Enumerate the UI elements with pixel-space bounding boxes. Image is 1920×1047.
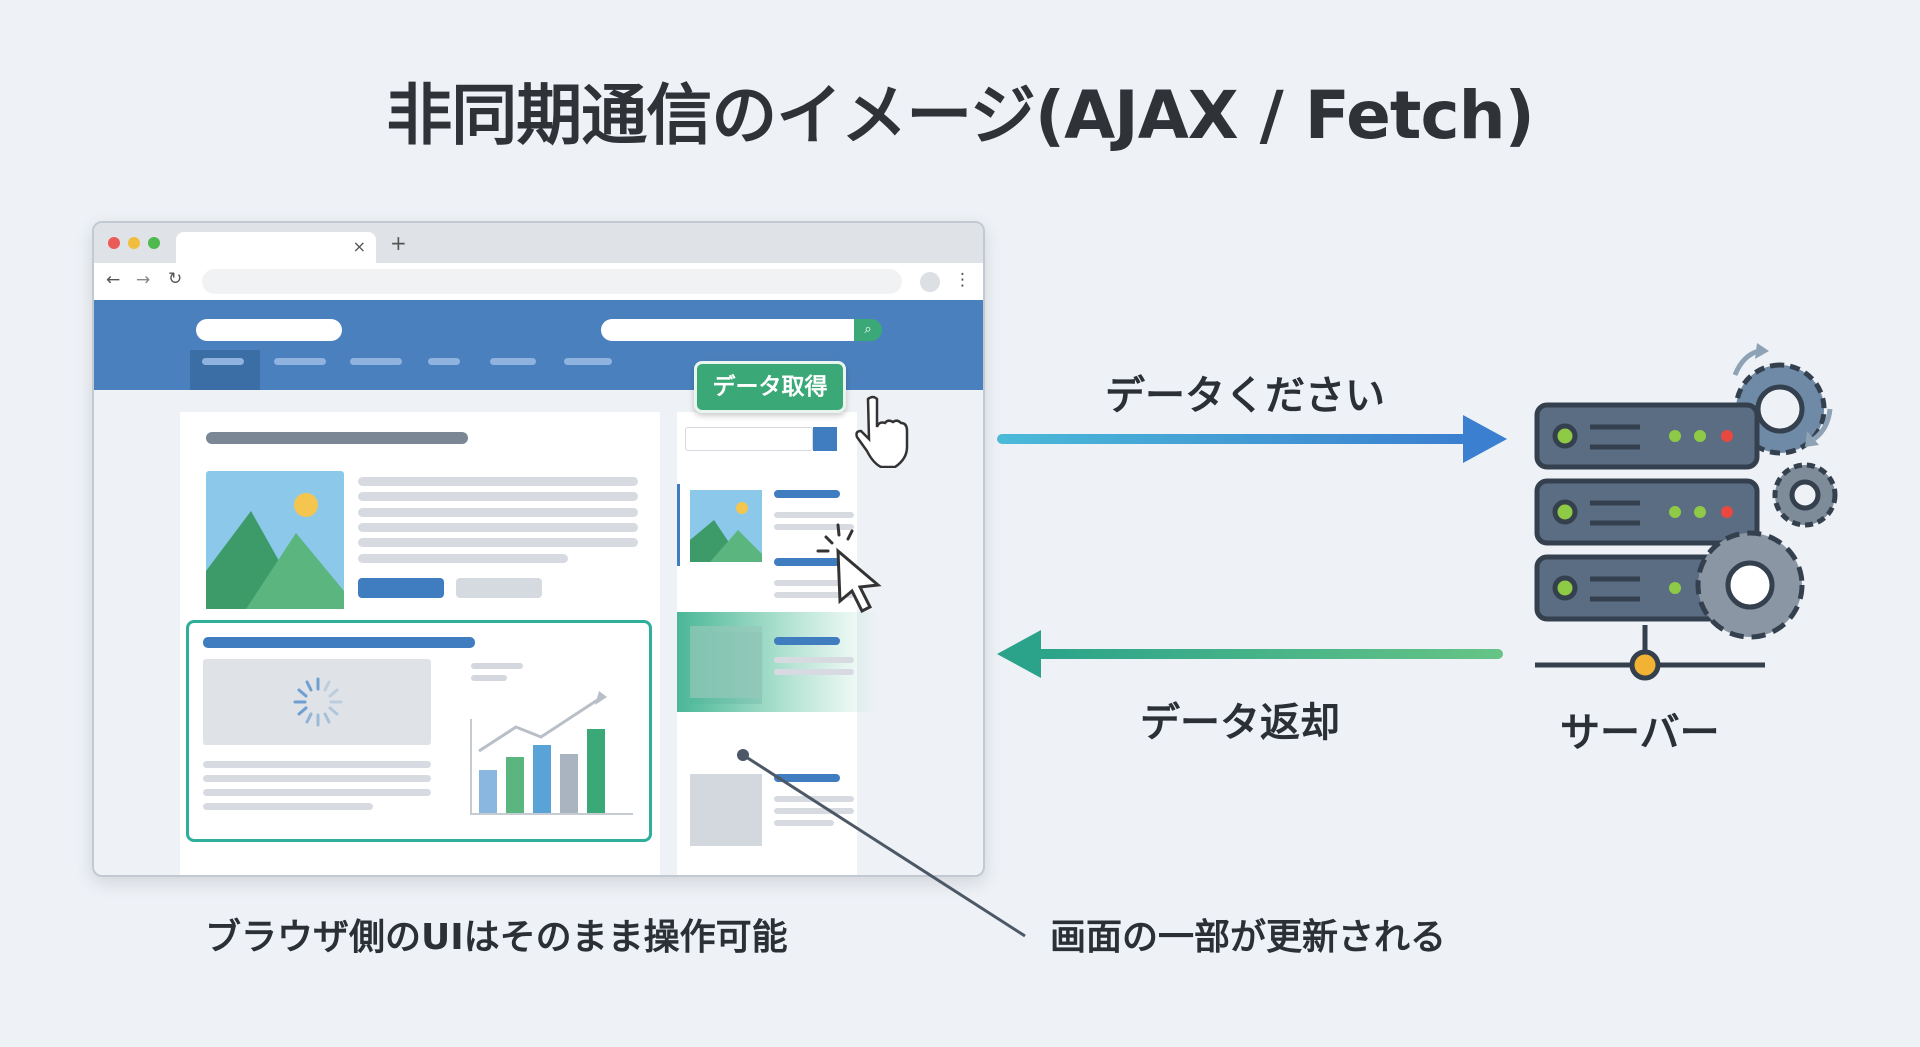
list-item-title [774, 774, 840, 782]
text-line [774, 592, 854, 598]
server-icon [1534, 343, 1838, 681]
loading-area [203, 659, 431, 745]
nav-item[interactable] [202, 358, 244, 365]
search-icon[interactable]: ⌕ [854, 319, 882, 341]
text-line [358, 508, 638, 517]
caption-right: 画面の一部が更新される [1050, 917, 1447, 958]
nav-item[interactable] [564, 358, 612, 365]
text-line [358, 554, 568, 563]
callout-leader-line [737, 749, 1026, 938]
response-arrow [997, 630, 1503, 678]
thumbnail-placeholder [690, 774, 762, 846]
hand-pointer-icon [855, 395, 909, 468]
list-item-title [774, 637, 840, 645]
browser-window: × + ← → ↻ ⋮ ⌕ [92, 221, 985, 877]
text-line [203, 803, 373, 810]
text-line [203, 775, 431, 782]
back-icon[interactable]: ← [106, 270, 121, 290]
list-item-title [774, 558, 840, 566]
text-line [774, 580, 854, 586]
bar-chart-icon [470, 663, 633, 815]
thumbnail-image-icon [690, 490, 762, 562]
site-search-input[interactable] [601, 319, 856, 341]
sidebar-search-icon[interactable] [813, 427, 837, 451]
page-title: 非同期通信のイメージ(AJAX / Fetch) [386, 77, 1535, 154]
menu-icon[interactable]: ⋮ [954, 270, 971, 290]
text-line [358, 492, 638, 501]
text-line [774, 808, 854, 814]
reload-icon[interactable]: ↻ [168, 269, 183, 289]
tab-bar: × + [94, 223, 983, 265]
tab-close-icon[interactable]: × [352, 237, 366, 256]
address-bar-row: ← → ↻ ⋮ [94, 263, 983, 300]
text-line [774, 512, 854, 518]
nav-item[interactable] [428, 358, 460, 365]
maximize-window-dot[interactable] [148, 237, 160, 249]
fetch-data-button[interactable]: データ取得 [694, 361, 846, 413]
mouse-cursor-icon [816, 523, 882, 613]
text-line [203, 789, 431, 796]
text-line [774, 657, 854, 663]
nav-item-active[interactable] [190, 350, 260, 390]
sidebar-active-indicator [677, 484, 680, 566]
text-line [358, 477, 638, 486]
nav-item[interactable] [490, 358, 536, 365]
text-line [358, 538, 638, 547]
updated-panel [186, 620, 652, 842]
text-line [774, 524, 854, 530]
text-line [774, 669, 854, 675]
forward-icon[interactable]: → [136, 270, 151, 290]
minimize-window-dot[interactable] [128, 237, 140, 249]
server-label: サーバー [1560, 710, 1720, 756]
url-input[interactable] [202, 269, 902, 294]
text-line [203, 761, 431, 768]
secondary-button[interactable] [456, 578, 542, 598]
primary-button[interactable] [358, 578, 444, 598]
text-line [358, 523, 638, 532]
site-logo [196, 319, 342, 341]
close-window-dot[interactable] [108, 237, 120, 249]
thumbnail-placeholder [690, 626, 762, 698]
nav-item[interactable] [274, 358, 326, 365]
request-label: データください [1105, 373, 1385, 419]
request-arrow [997, 415, 1507, 463]
main-content-card [180, 412, 660, 875]
browser-tab[interactable]: × [176, 232, 376, 265]
nav-item[interactable] [350, 358, 402, 365]
sidebar-search-input[interactable] [685, 427, 813, 451]
article-title-bar [206, 432, 468, 444]
loading-spinner-icon [293, 677, 343, 727]
caption-left: ブラウザ側のUIはそのまま操作可能 [205, 917, 788, 958]
profile-avatar[interactable] [920, 272, 940, 292]
text-line [774, 820, 834, 826]
landscape-image-icon [206, 471, 344, 609]
site-header: ⌕ [94, 300, 983, 390]
new-tab-icon[interactable]: + [390, 231, 407, 255]
response-label: データ返却 [1140, 700, 1340, 746]
panel-title-bar [203, 637, 475, 648]
sidebar-card [677, 412, 877, 875]
list-item-title [774, 490, 840, 498]
